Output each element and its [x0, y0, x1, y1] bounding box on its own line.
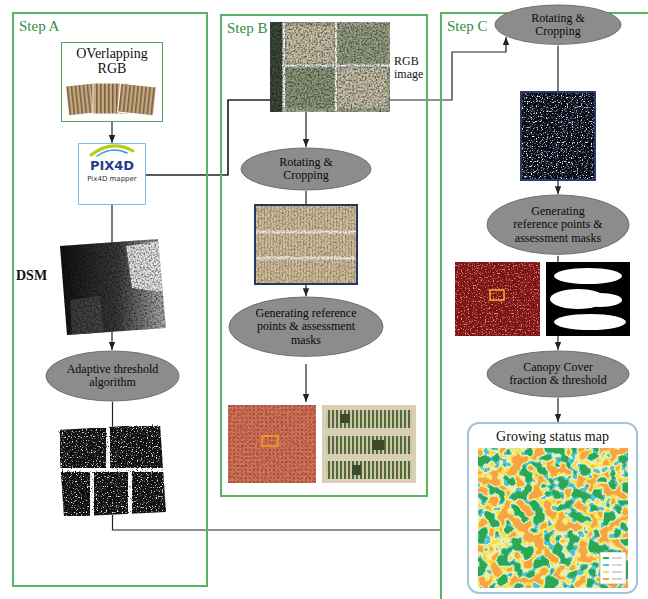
process-ellipse: Generating reference points & assessment… [228, 296, 384, 357]
process-label: Generating reference points & assessment… [511, 205, 606, 245]
crop-texture [256, 206, 356, 283]
status-map [478, 448, 628, 588]
dark-patch [372, 440, 384, 450]
mask-blob [554, 268, 622, 284]
logo-text: Pix4D mapper [79, 176, 145, 184]
box-label: Growing status map [469, 429, 636, 444]
reference-ground [228, 405, 316, 483]
crop-ground [255, 205, 357, 284]
ellipse-shape [229, 297, 383, 356]
rotated-cropped-image [521, 92, 595, 180]
process-label: Rotating & Cropping [263, 156, 350, 182]
label-holder: RGB image [394, 55, 428, 81]
cropped-field-image [255, 205, 357, 284]
process-ellipse: Canopy Cover fraction & threshold [486, 350, 630, 398]
process-label: Adaptive threshold algorithm [65, 363, 160, 389]
legend-marks [612, 558, 622, 579]
logo-swoosh [91, 146, 133, 155]
ortho-texture [270, 22, 390, 112]
white-speckle [522, 93, 594, 179]
input-box: OVerlapping RGB [61, 42, 163, 122]
step-panel: Step C Rotating & CroppingGenerating refe… [440, 12, 648, 599]
growing-status-map-image [478, 448, 628, 588]
ellipse-shape [487, 195, 629, 254]
process-ellipse: Rotating & Cropping [240, 147, 372, 191]
mask-ground [55, 420, 170, 520]
assessment-mask-image [322, 405, 416, 483]
mask-ground [546, 262, 630, 336]
pix4d-logo-mark [91, 146, 133, 156]
rgb-orthomosaic [270, 22, 390, 112]
process-ellipse: Generating reference points & assessment… [486, 194, 630, 255]
dark-patch [352, 465, 361, 475]
ellipse-shape [487, 351, 629, 397]
ellipse-shape [46, 351, 179, 401]
assessment-mask-image [546, 262, 630, 336]
dsm-ground [55, 235, 170, 340]
ellipse-shape [241, 148, 371, 190]
red-ground [455, 262, 540, 336]
step-title: Step C [447, 18, 487, 35]
step-title: Step B [227, 20, 267, 37]
dsm-image [55, 235, 170, 340]
crop-band [326, 436, 412, 454]
ellipse-shape [495, 5, 621, 44]
reference-points-image [228, 405, 316, 483]
dsm-texture [55, 235, 170, 340]
legend-sample [603, 557, 609, 559]
reference-texture [228, 405, 316, 483]
map-legend-box [600, 552, 626, 584]
dark-ground [521, 92, 595, 180]
crop-band [326, 410, 412, 428]
process-label: Rotating & Cropping [516, 12, 600, 38]
image-label: DSM [16, 268, 56, 283]
blue-speckle [522, 93, 594, 179]
process-label: Generating reference points & assessment… [255, 307, 358, 347]
process-ellipse: Rotating & Cropping [494, 4, 622, 45]
binary-mask-image [55, 420, 170, 520]
process-ellipse: Adaptive threshold algorithm [45, 350, 180, 402]
step-title: Step A [19, 18, 59, 35]
flow-arrow [305, 364, 306, 402]
overlapping-photos [66, 82, 157, 116]
legend-sample [603, 571, 609, 573]
box-label: OVerlapping RGB [65, 46, 159, 77]
legend-sample [603, 578, 609, 580]
image-label: RGB image [394, 55, 428, 81]
output-box: Growing status map [467, 422, 638, 594]
logo-swoosh [97, 150, 127, 156]
process-label: Canopy Cover fraction & threshold [508, 361, 609, 387]
dark-patch [340, 414, 350, 423]
sample-frame [262, 436, 278, 446]
mask-speckle [55, 420, 170, 520]
legend-sample [603, 564, 609, 566]
step-panel: Step B Rotating & CroppingGenerating refe… [220, 14, 428, 497]
software-box: PIX4D Pix4D mapper [78, 143, 146, 205]
photo-thumbnail [118, 83, 157, 116]
step-panel: Step A OVerlapping RGB PIX4D Pix4D mapperAd… [12, 12, 208, 587]
flow-connector [111, 122, 112, 143]
mask-ground [322, 405, 416, 483]
logo-text: PIX4D [79, 159, 145, 173]
mask-blob [578, 293, 622, 307]
crop-band [326, 461, 412, 479]
flow-connector [557, 398, 558, 422]
mask-blob [554, 314, 626, 330]
ortho-ground [270, 22, 390, 112]
mask-speckle [55, 420, 170, 520]
pink-speckle [455, 262, 540, 336]
label-holder: DSM [16, 268, 56, 283]
reference-points-image [455, 262, 540, 336]
sample-frame [490, 290, 504, 300]
